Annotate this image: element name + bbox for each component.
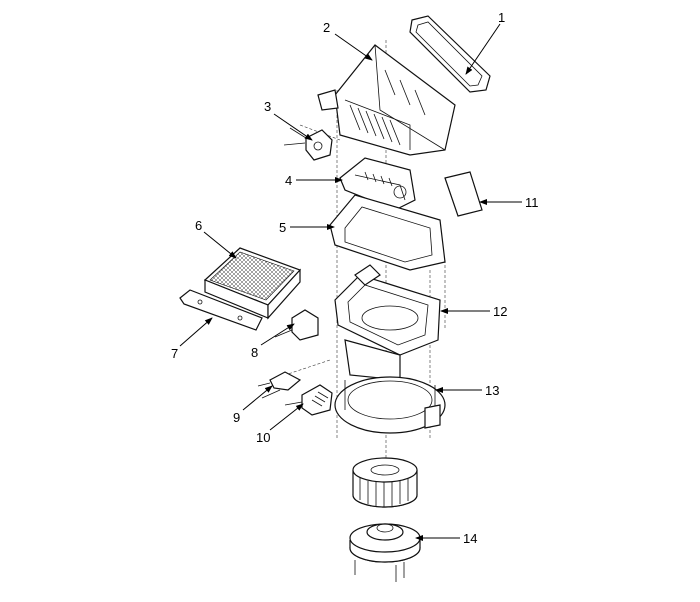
blower-wheel — [352, 457, 418, 508]
part-9-bracket — [257, 371, 302, 399]
callout-labels: 1 2 3 4 5 6 7 8 9 10 11 12 13 14 — [171, 10, 539, 546]
part-13-scroll-case — [334, 339, 446, 434]
leader-lines — [179, 23, 522, 541]
callout-2: 2 — [323, 20, 330, 35]
part-5-lower-case — [329, 194, 446, 271]
part-4-intake-door — [339, 157, 416, 211]
part-8-resistor — [274, 309, 319, 341]
callout-3: 3 — [264, 99, 271, 114]
callout-11: 11 — [525, 195, 539, 210]
part-3-actuator — [283, 127, 333, 161]
callout-4: 4 — [285, 173, 292, 188]
callout-8: 8 — [251, 345, 258, 360]
callout-5: 5 — [279, 220, 286, 235]
callout-7: 7 — [171, 346, 178, 361]
part-2-upper-case — [317, 44, 456, 156]
part-10-power-transistor — [284, 384, 333, 416]
callout-9: 9 — [233, 410, 240, 425]
part-11-plate — [444, 171, 483, 217]
part-6-air-filter — [203, 247, 302, 320]
callout-14: 14 — [463, 531, 477, 546]
part-14-blower-motor — [349, 523, 421, 582]
part-12-blower-upper-case — [334, 264, 441, 356]
callout-13: 13 — [485, 383, 499, 398]
callout-10: 10 — [256, 430, 270, 445]
callout-12: 12 — [493, 304, 507, 319]
callout-1: 1 — [498, 10, 505, 25]
callout-6: 6 — [195, 218, 202, 233]
part-7-filter-holder — [179, 289, 263, 331]
